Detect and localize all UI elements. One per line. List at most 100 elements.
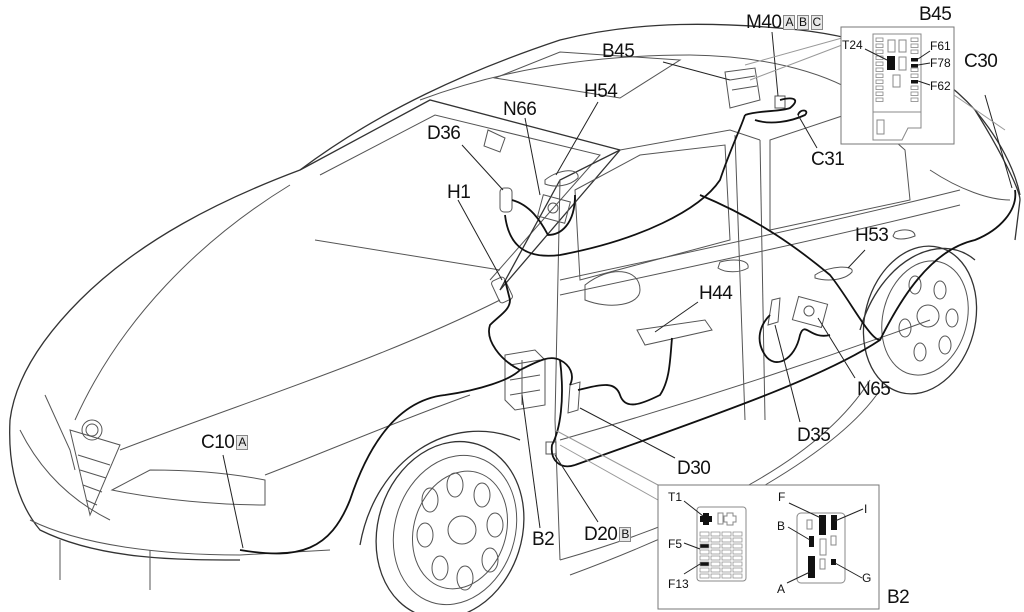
- callout-t24: T24: [842, 38, 863, 52]
- label-d30: D30: [677, 458, 711, 479]
- fuse-slot: [710, 555, 721, 561]
- label-h53: H53: [855, 225, 889, 246]
- fuse-slot: [732, 555, 743, 561]
- fuse-slot: [721, 561, 732, 567]
- f78-fuse: [911, 64, 918, 68]
- callout-f62: F62: [930, 79, 951, 93]
- fuse-slot: [732, 561, 743, 567]
- label-c10-code: C10: [201, 432, 235, 453]
- fuse-slot: [710, 537, 721, 543]
- label-n66: N66: [503, 99, 537, 120]
- fuse-slot: [710, 573, 721, 579]
- fuse-slot: [721, 555, 732, 561]
- n66-motor: [537, 194, 571, 224]
- label-m40-code: M40: [746, 12, 782, 33]
- d35-connector: [767, 297, 781, 326]
- variant-a-badge: A: [783, 15, 795, 30]
- b45-right-fuse-column: [910, 37, 919, 102]
- label-n65: N65: [857, 379, 891, 400]
- b45-left-fuse-column: [875, 37, 884, 102]
- fuse-slot: [732, 549, 743, 555]
- fuse-slot: [699, 549, 710, 555]
- rear-wheel: [862, 245, 978, 395]
- fuse-slot: [721, 549, 732, 555]
- fuse-slot: [732, 537, 743, 543]
- f5-fuse: [699, 543, 710, 549]
- fuse-slot: [732, 567, 743, 573]
- b2-inset: [657, 484, 880, 610]
- callout-f: F: [778, 490, 786, 504]
- fuse-slot: [710, 561, 721, 567]
- label-b2: B2: [532, 529, 555, 550]
- callout-f13: F13: [668, 577, 689, 591]
- callout-a: A: [777, 582, 786, 596]
- variant-a-badge: A: [236, 435, 248, 450]
- car-body: [9, 23, 1021, 612]
- h53-light: [814, 266, 853, 281]
- label-c31: C31: [811, 149, 845, 170]
- callout-i: I: [864, 502, 868, 516]
- variant-c-badge: C: [810, 15, 823, 30]
- fuse-slot: [732, 573, 743, 579]
- fuse-slot: [699, 573, 710, 579]
- callout-f61: F61: [930, 39, 951, 53]
- h1-switch: [491, 276, 513, 304]
- label-d20-code: D20: [584, 524, 618, 545]
- variant-b-badge: B: [619, 527, 631, 542]
- d20-connector: [545, 441, 557, 455]
- callout-g: G: [862, 571, 872, 585]
- a-pin: [808, 556, 815, 578]
- fuse-slot: [699, 537, 710, 543]
- t24-relay: [887, 56, 895, 70]
- f-pin: [819, 515, 826, 535]
- label-b2-inset-title: B2: [887, 587, 910, 608]
- label-h1: H1: [447, 182, 471, 203]
- fuse-slot: [732, 531, 743, 537]
- leader-lines: [222, 31, 1013, 549]
- b-pin: [809, 536, 814, 547]
- fuse-slot: [721, 537, 732, 543]
- f62-fuse: [911, 80, 918, 84]
- g-pin: [831, 559, 836, 565]
- fuse-slot: [699, 555, 710, 561]
- fuse-slot: [710, 531, 721, 537]
- label-d35: D35: [797, 425, 831, 446]
- b2-fusebox-on-car: [504, 349, 546, 411]
- label-d36: D36: [427, 123, 461, 144]
- m40-connector: [774, 95, 786, 109]
- callout-f5: F5: [668, 537, 683, 551]
- i-pin: [831, 515, 837, 530]
- b45-module-on-car: [724, 67, 761, 109]
- front-wheel: [375, 440, 525, 612]
- callout-t1: T1: [668, 490, 683, 504]
- label-h44: H44: [699, 283, 733, 304]
- label-b45: B45: [602, 41, 635, 62]
- fuse-slot: [699, 531, 710, 537]
- fuse-slot: [721, 573, 732, 579]
- d30-connector: [567, 381, 581, 414]
- fuse-slot: [710, 567, 721, 573]
- callout-f78: F78: [930, 56, 951, 70]
- h44-switch-panel: [636, 319, 713, 346]
- f13-fuse: [699, 561, 710, 567]
- b45-inset: [840, 26, 1006, 145]
- label-c30: C30: [964, 51, 998, 72]
- h54-light: [544, 170, 579, 187]
- label-b45-inset-title: B45: [919, 4, 952, 25]
- fuse-slot: [710, 543, 721, 549]
- label-h54: H54: [584, 81, 618, 102]
- fuse-slot: [721, 543, 732, 549]
- b2-fuse-grid: [699, 531, 743, 579]
- d36-connector: [499, 187, 513, 213]
- fuse-slot: [710, 549, 721, 555]
- wiring-harness: [239, 97, 1017, 555]
- variant-b-badge: B: [796, 15, 809, 30]
- fuse-slot: [721, 567, 732, 573]
- fuse-slot: [699, 567, 710, 573]
- callout-b: B: [777, 519, 786, 533]
